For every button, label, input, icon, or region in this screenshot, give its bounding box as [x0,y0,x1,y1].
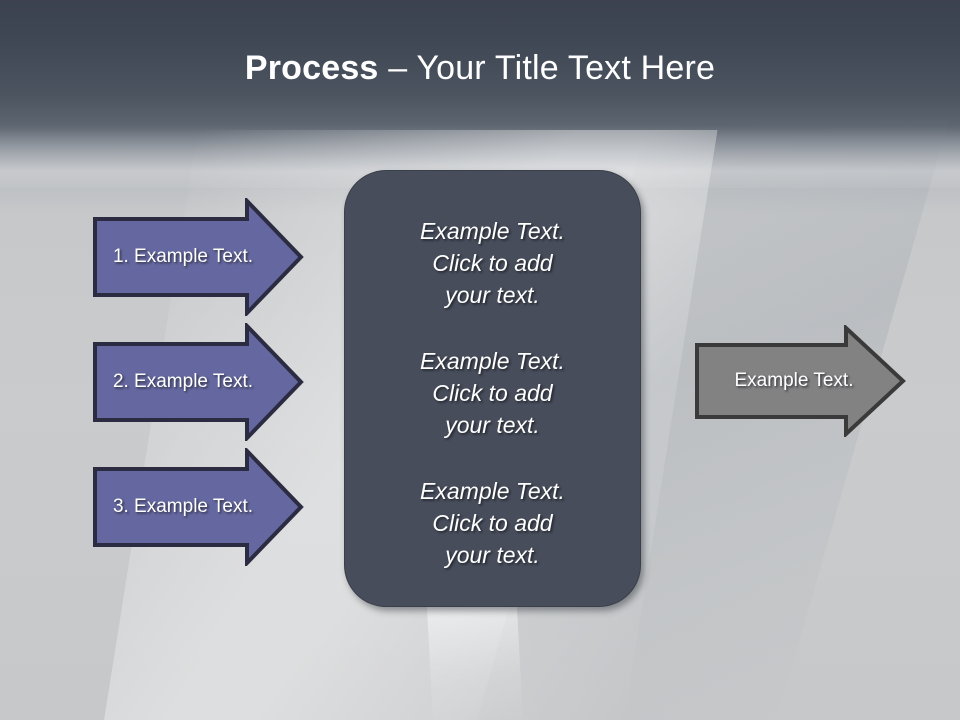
step-arrow-1[interactable]: 1. Example Text. [92,198,304,316]
right-arrow-icon [93,198,304,316]
page-title-rest: – Your Title Text Here [378,49,716,87]
right-arrow-icon [93,448,304,566]
step-arrow-3[interactable]: 3. Example Text. [92,448,304,566]
center-content-panel[interactable]: Example Text. Click to add your text. Ex… [344,170,641,607]
step-arrow-1-label: 1. Example Text. [112,246,254,267]
page-title-bold: Process [244,49,379,87]
right-arrow-icon [93,323,304,441]
step-arrow-3-label: 3. Example Text. [112,496,254,517]
center-panel-block-3: Example Text. Click to add your text. [420,478,565,568]
center-panel-block-1: Example Text. Click to add your text. [420,218,565,308]
center-panel-block-2: Example Text. Click to add your text. [420,348,565,438]
step-arrow-2-label: 2. Example Text. [112,371,254,392]
output-arrow[interactable]: Example Text. [694,325,906,437]
right-arrow-icon [695,325,906,437]
background-accent-streak [426,600,524,720]
step-arrow-2[interactable]: 2. Example Text. [92,323,304,441]
output-arrow-label: Example Text. [734,370,854,391]
page-title: Process – Your Title Text Here [0,47,960,89]
